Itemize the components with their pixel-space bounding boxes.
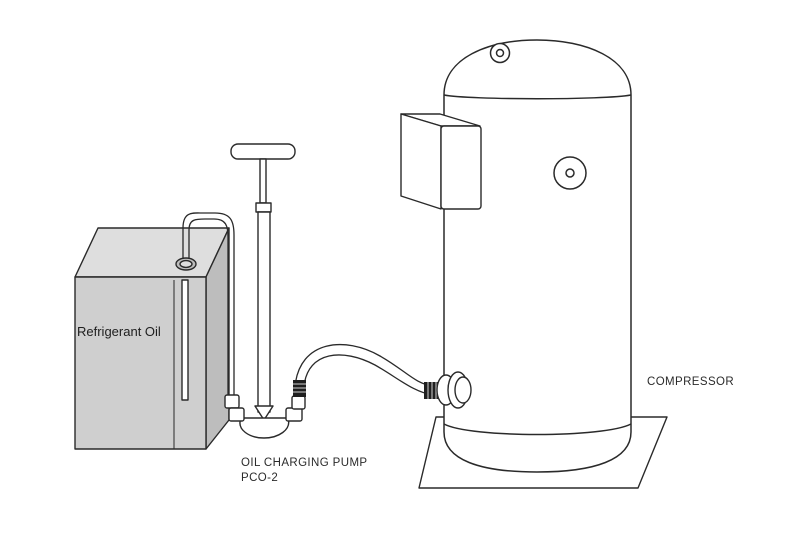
hose-crimp-compressor-side xyxy=(424,382,439,399)
refrigerant-oil-label: Refrigerant Oil xyxy=(77,324,161,339)
compressor-body xyxy=(443,39,632,473)
suction-hose xyxy=(182,212,235,396)
oil-charging-pump-label: OIL CHARGING PUMP PCO-2 xyxy=(241,456,368,486)
compressor-service-fitting xyxy=(436,371,472,409)
pump-model-label: PCO-2 xyxy=(241,472,279,484)
compressor-label: COMPRESSOR xyxy=(647,376,735,388)
terminal-box xyxy=(400,113,482,210)
oil-charging-pump xyxy=(224,143,306,439)
discharge-hose xyxy=(294,344,434,396)
hose-crimp-pump-side xyxy=(293,380,306,397)
pump-name-label: OIL CHARGING PUMP xyxy=(241,457,368,469)
refrigerant-oil-container xyxy=(74,227,230,450)
